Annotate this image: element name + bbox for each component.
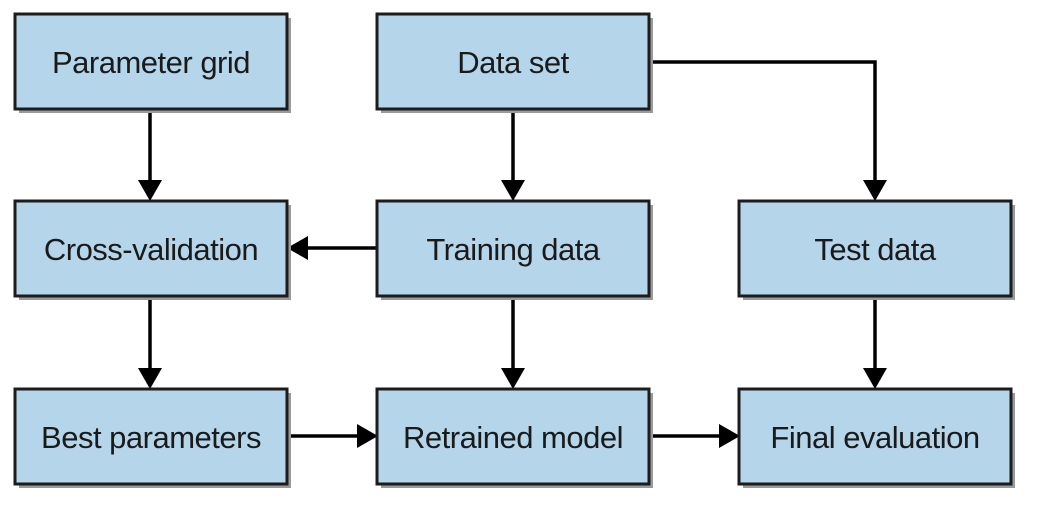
arrow-retrained-model-to-final-evaluation xyxy=(651,424,740,448)
arrow-best-parameters-to-retrained-model xyxy=(288,424,378,448)
box-label-training-data: Training data xyxy=(426,232,601,267)
box-cross-validation: Cross-validation xyxy=(13,199,291,300)
box-label-cross-validation: Cross-validation xyxy=(44,232,258,267)
box-test-data: Test data xyxy=(737,199,1015,300)
arrow-data-set-to-training-data xyxy=(501,110,525,201)
arrow-cross-validation-to-best-parameters xyxy=(138,297,162,389)
box-best-parameters: Best parameters xyxy=(13,387,291,488)
arrow-training-data-to-cross-validation xyxy=(287,236,378,260)
box-label-data-set: Data set xyxy=(457,45,569,80)
arrow-data-set-to-test-data xyxy=(651,60,887,201)
box-final-evaluation: Final evaluation xyxy=(737,387,1015,488)
box-training-data: Training data xyxy=(375,199,653,300)
box-parameter-grid: Parameter grid xyxy=(13,12,291,113)
arrow-test-data-to-final-evaluation xyxy=(863,297,887,389)
box-label-parameter-grid: Parameter grid xyxy=(52,45,250,80)
arrow-parameter-grid-to-cross-validation xyxy=(138,110,162,201)
box-label-best-parameters: Best parameters xyxy=(41,420,261,455)
box-data-set: Data set xyxy=(375,12,653,113)
box-label-test-data: Test data xyxy=(814,232,937,267)
box-label-retrained-model: Retrained model xyxy=(403,420,623,455)
arrow-training-data-to-retrained-model xyxy=(501,297,525,389)
box-retrained-model: Retrained model xyxy=(375,387,653,488)
box-label-final-evaluation: Final evaluation xyxy=(770,420,979,455)
